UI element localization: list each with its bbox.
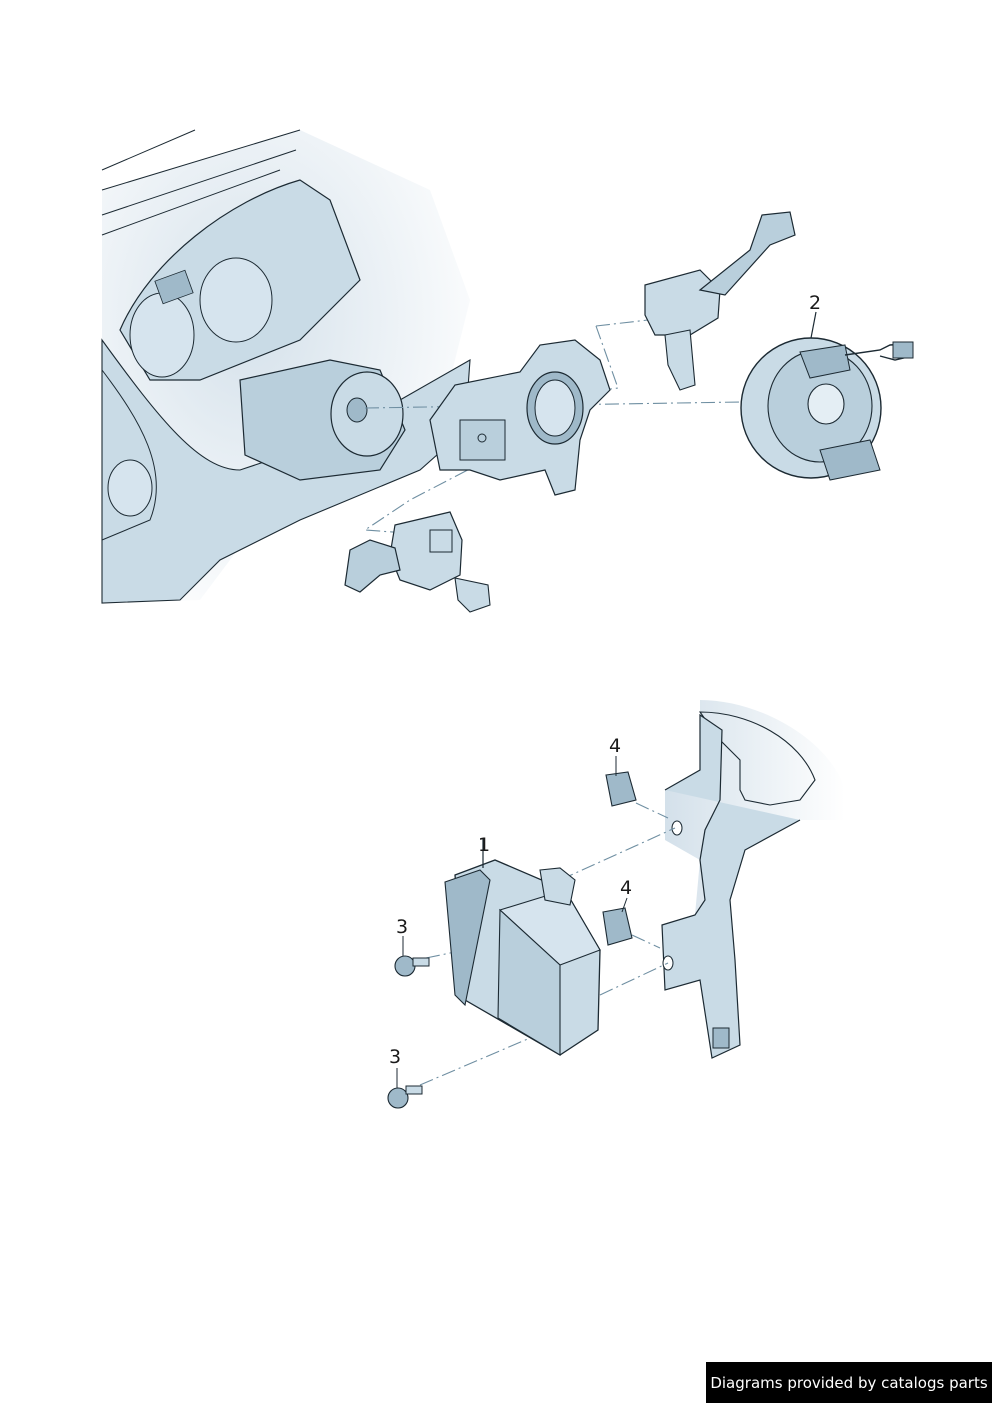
callout-part-3-lower: 3 — [389, 1046, 402, 1068]
callout-part-2: 2 — [809, 292, 822, 314]
bolt-lower — [387, 1068, 423, 1109]
mounting-bracket — [661, 700, 845, 1059]
bolt-upper — [394, 936, 430, 977]
control-unit — [444, 838, 601, 1056]
credit-banner: Diagrams provided by catalogs parts — [706, 1362, 992, 1403]
leader-lines-lower — [419, 802, 676, 1086]
clip-nut-upper — [605, 756, 637, 807]
steering-column-switch-housing — [429, 339, 611, 496]
wiper-switch-lever — [644, 211, 796, 391]
clip-nut-lower — [602, 897, 633, 946]
callout-part-4-upper: 4 — [609, 735, 622, 757]
callout-part-4-lower: 4 — [620, 877, 633, 899]
dashboard-background — [101, 129, 471, 604]
callout-part-3-upper: 3 — [396, 916, 409, 938]
turn-signal-switch-lever — [344, 511, 491, 613]
clock-spring-slip-ring — [740, 311, 914, 481]
callout-part-1: 1 — [478, 834, 491, 856]
